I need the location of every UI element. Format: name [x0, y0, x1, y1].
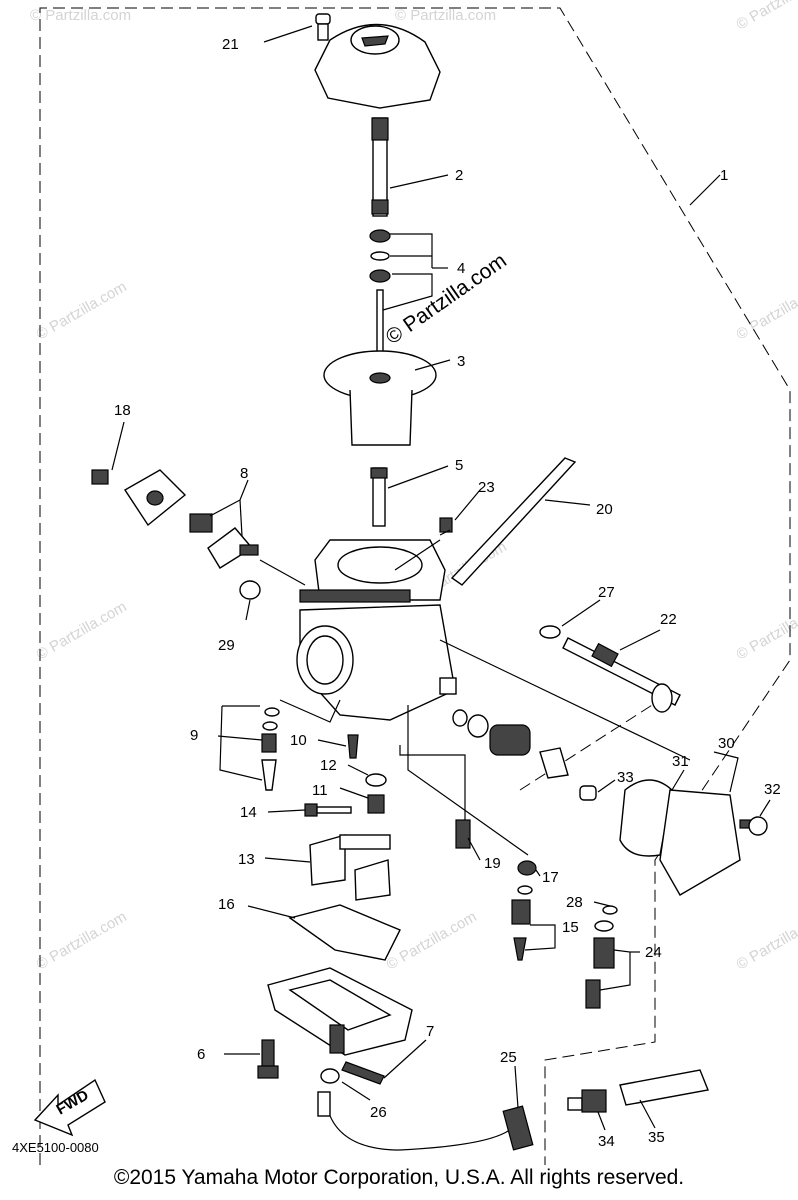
callout-4: 4 [457, 260, 465, 277]
callout-29: 29 [218, 637, 235, 654]
callout-35: 35 [648, 1129, 665, 1146]
part-18 [91, 469, 187, 527]
callout-20: 20 [596, 501, 613, 518]
watermark: © Partzilla.com [30, 7, 131, 24]
callout-21: 21 [222, 36, 239, 53]
part-7 [341, 1061, 385, 1085]
part-11 [367, 794, 385, 814]
callout-31: 31 [672, 753, 689, 770]
part-17 [517, 860, 537, 876]
part-21-screw [315, 13, 331, 41]
fwd-arrow-icon: FWD [33, 1078, 106, 1137]
watermark-main: © Partzilla.com [382, 249, 511, 349]
callout-27: 27 [598, 584, 615, 601]
part-29 [239, 580, 261, 600]
part-30 [659, 789, 741, 896]
watermark: © Partzilla.com [734, 0, 798, 33]
callout-15: 15 [562, 919, 579, 936]
part-6 [257, 1039, 279, 1079]
callout-34: 34 [598, 1133, 615, 1150]
callout-3: 3 [457, 353, 465, 370]
callout-26: 26 [370, 1104, 387, 1121]
carburetor-body [296, 539, 457, 721]
watermark: © Partzilla.com [734, 908, 798, 973]
part-33 [579, 785, 597, 801]
callout-8: 8 [240, 465, 248, 482]
callout-22: 22 [660, 611, 677, 628]
part-13 [309, 834, 391, 901]
part-3 [323, 350, 437, 446]
callout-28: 28 [566, 894, 583, 911]
part-25 [317, 1091, 534, 1151]
callout-2: 2 [455, 167, 463, 184]
callout-19: 19 [484, 855, 501, 872]
callout-13: 13 [238, 851, 255, 868]
callout-32: 32 [764, 781, 781, 798]
callout-11: 11 [312, 782, 328, 799]
callout-18: 18 [114, 402, 131, 419]
part-16 [288, 904, 401, 961]
part-9 [261, 707, 280, 791]
callout-25: 25 [500, 1049, 517, 1066]
part-28 [594, 905, 618, 932]
sub-boundary [519, 699, 661, 791]
watermark: © Partzilla.com [734, 278, 798, 343]
callout-1: 1 [720, 167, 728, 184]
assembly-boundary [39, 7, 791, 1165]
callout-33: 33 [617, 769, 634, 786]
part-10 [347, 734, 359, 759]
callout-10: 10 [290, 732, 307, 749]
callout-16: 16 [218, 896, 235, 913]
part-8 [189, 513, 259, 569]
watermark: © Partzilla.com [395, 7, 496, 24]
callout-9: 9 [190, 727, 198, 744]
callout-5: 5 [455, 457, 463, 474]
part-float-bowl [267, 967, 413, 1056]
part-19 [455, 819, 471, 849]
callout-24: 24 [645, 944, 662, 961]
watermark: © Partzilla.com [734, 598, 798, 663]
part-32 [739, 816, 768, 836]
callout-7: 7 [426, 1023, 434, 1040]
part-31 [619, 779, 673, 857]
watermark: © Partzilla.com [384, 908, 480, 973]
callout-14: 14 [240, 804, 257, 821]
part-35 [619, 1069, 709, 1106]
callout-17: 17 [542, 869, 559, 886]
part-26 [320, 1068, 340, 1084]
part-24 [585, 937, 615, 1009]
part-22 [562, 637, 681, 713]
callout-23: 23 [478, 479, 495, 496]
drawing-code: 4XE5100-0080 [12, 1140, 99, 1155]
copyright-notice: ©2015 Yamaha Motor Corporation, U.S.A. A… [113, 1166, 685, 1189]
callout-12: 12 [320, 757, 337, 774]
callout-labels: 1 2 3 4 5 6 7 8 9 10 11 12 13 14 15 16 1… [114, 36, 781, 1150]
part-5 [370, 467, 388, 527]
part-20 [450, 457, 577, 586]
part-27 [539, 625, 561, 639]
part-14 [304, 803, 352, 817]
part-plunger-set [452, 709, 569, 779]
part-34 [567, 1089, 607, 1113]
part-12 [365, 773, 387, 787]
watermark: © Partzilla.com [34, 598, 130, 663]
part-15 [511, 885, 533, 961]
watermark: © Partzilla.com [34, 278, 130, 343]
part-23 [439, 517, 453, 533]
callout-30: 30 [718, 735, 735, 752]
watermark: © Partzilla.com [34, 908, 130, 973]
leader-lines [111, 25, 771, 1131]
callout-6: 6 [197, 1046, 205, 1063]
part-2 [371, 117, 389, 217]
part-top-cover [314, 23, 441, 109]
